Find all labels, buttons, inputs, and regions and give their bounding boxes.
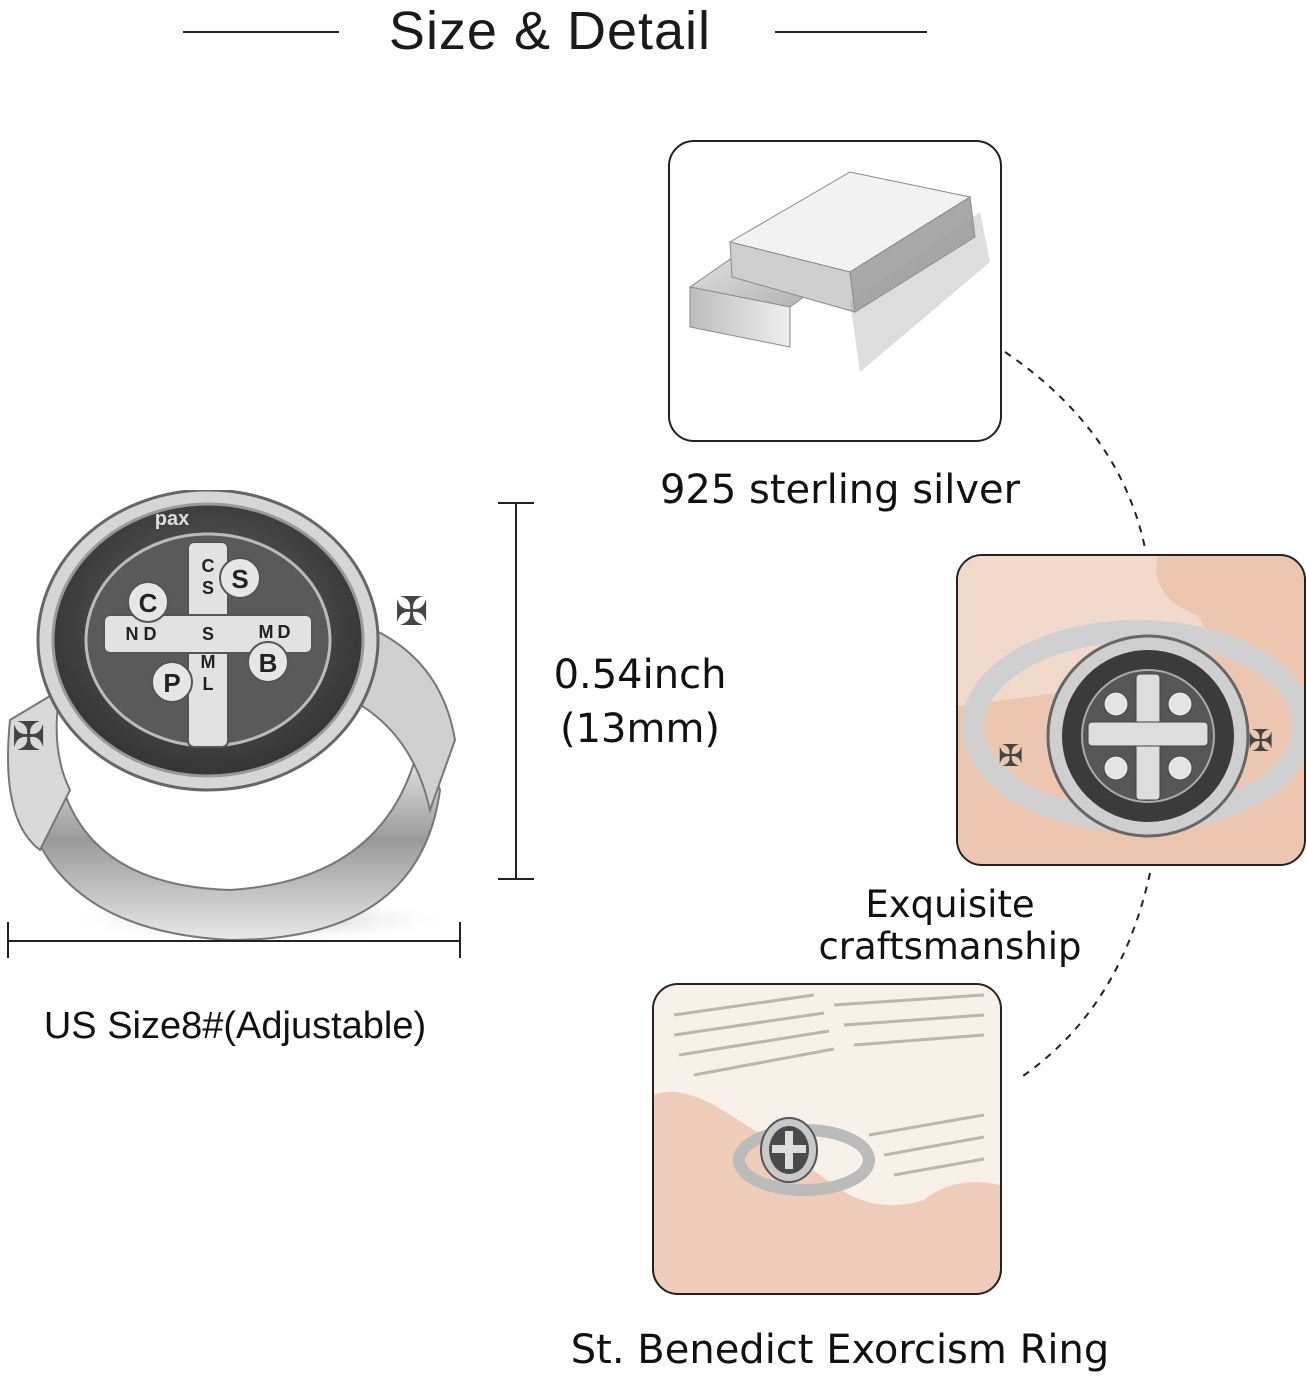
svg-text:✠: ✠ — [12, 714, 46, 760]
medal-letter-b: B — [259, 648, 278, 678]
material-caption: 925 sterling silver — [659, 467, 1021, 513]
product-caption: St. Benedict Exorcism Ring — [570, 1327, 1110, 1373]
ring-size-label: US Size8#(Adjustable) — [43, 1005, 427, 1047]
medal-letter-m-right: M — [259, 622, 274, 642]
product-photo-card — [652, 983, 1002, 1295]
craftsmanship-caption: Exquisite craftsmanship — [770, 884, 1130, 968]
craftsmanship-card: ✠ ✠ — [956, 554, 1306, 866]
medal-letter-s-center: S — [202, 624, 214, 644]
silver-bars-card — [668, 140, 1002, 442]
width-dimension-line — [8, 940, 460, 942]
medal-letter-c: C — [139, 588, 158, 618]
medal-letter-s: S — [231, 564, 248, 594]
craftsmanship-caption-line2: craftsmanship — [818, 925, 1082, 968]
height-dimension-cap-top — [498, 502, 534, 504]
height-label-inch: 0.54inch — [553, 652, 727, 698]
craftsmanship-image: ✠ ✠ — [958, 556, 1304, 864]
width-dimension-cap-left — [7, 922, 9, 958]
svg-text:✠: ✠ — [1248, 724, 1273, 759]
medal-letter-n: N — [126, 624, 139, 644]
title-rule-right — [775, 31, 927, 33]
medal-letter-p: P — [163, 668, 180, 698]
medal-letter-m: M — [201, 652, 216, 672]
medal-letter-d: D — [144, 624, 157, 644]
medal-letter-c-small: C — [202, 556, 215, 576]
product-photo-image — [654, 985, 1000, 1205]
svg-text:✠: ✠ — [998, 739, 1023, 774]
width-dimension-cap-right — [459, 922, 461, 958]
height-dimension-cap-bottom — [498, 878, 534, 880]
medal-letter-s-small: S — [202, 578, 214, 598]
svg-text:✠: ✠ — [395, 589, 429, 635]
title-rule-left — [183, 31, 339, 33]
medal-letter-d-right: D — [278, 622, 291, 642]
page-title: Size & Detail — [388, 1, 712, 61]
height-dimension-line — [515, 503, 517, 879]
main-ring-image: ✠ ✠ C S P B C S S M L N D M D pax — [7, 490, 460, 944]
craftsmanship-caption-line1: Exquisite — [865, 883, 1035, 926]
height-label-mm: (13mm) — [559, 706, 721, 752]
silver-bars-image — [688, 171, 990, 372]
medal-letter-l: L — [203, 674, 214, 694]
height-label: 0.54inch (13mm) — [540, 648, 740, 756]
medal-pax: pax — [155, 508, 189, 530]
